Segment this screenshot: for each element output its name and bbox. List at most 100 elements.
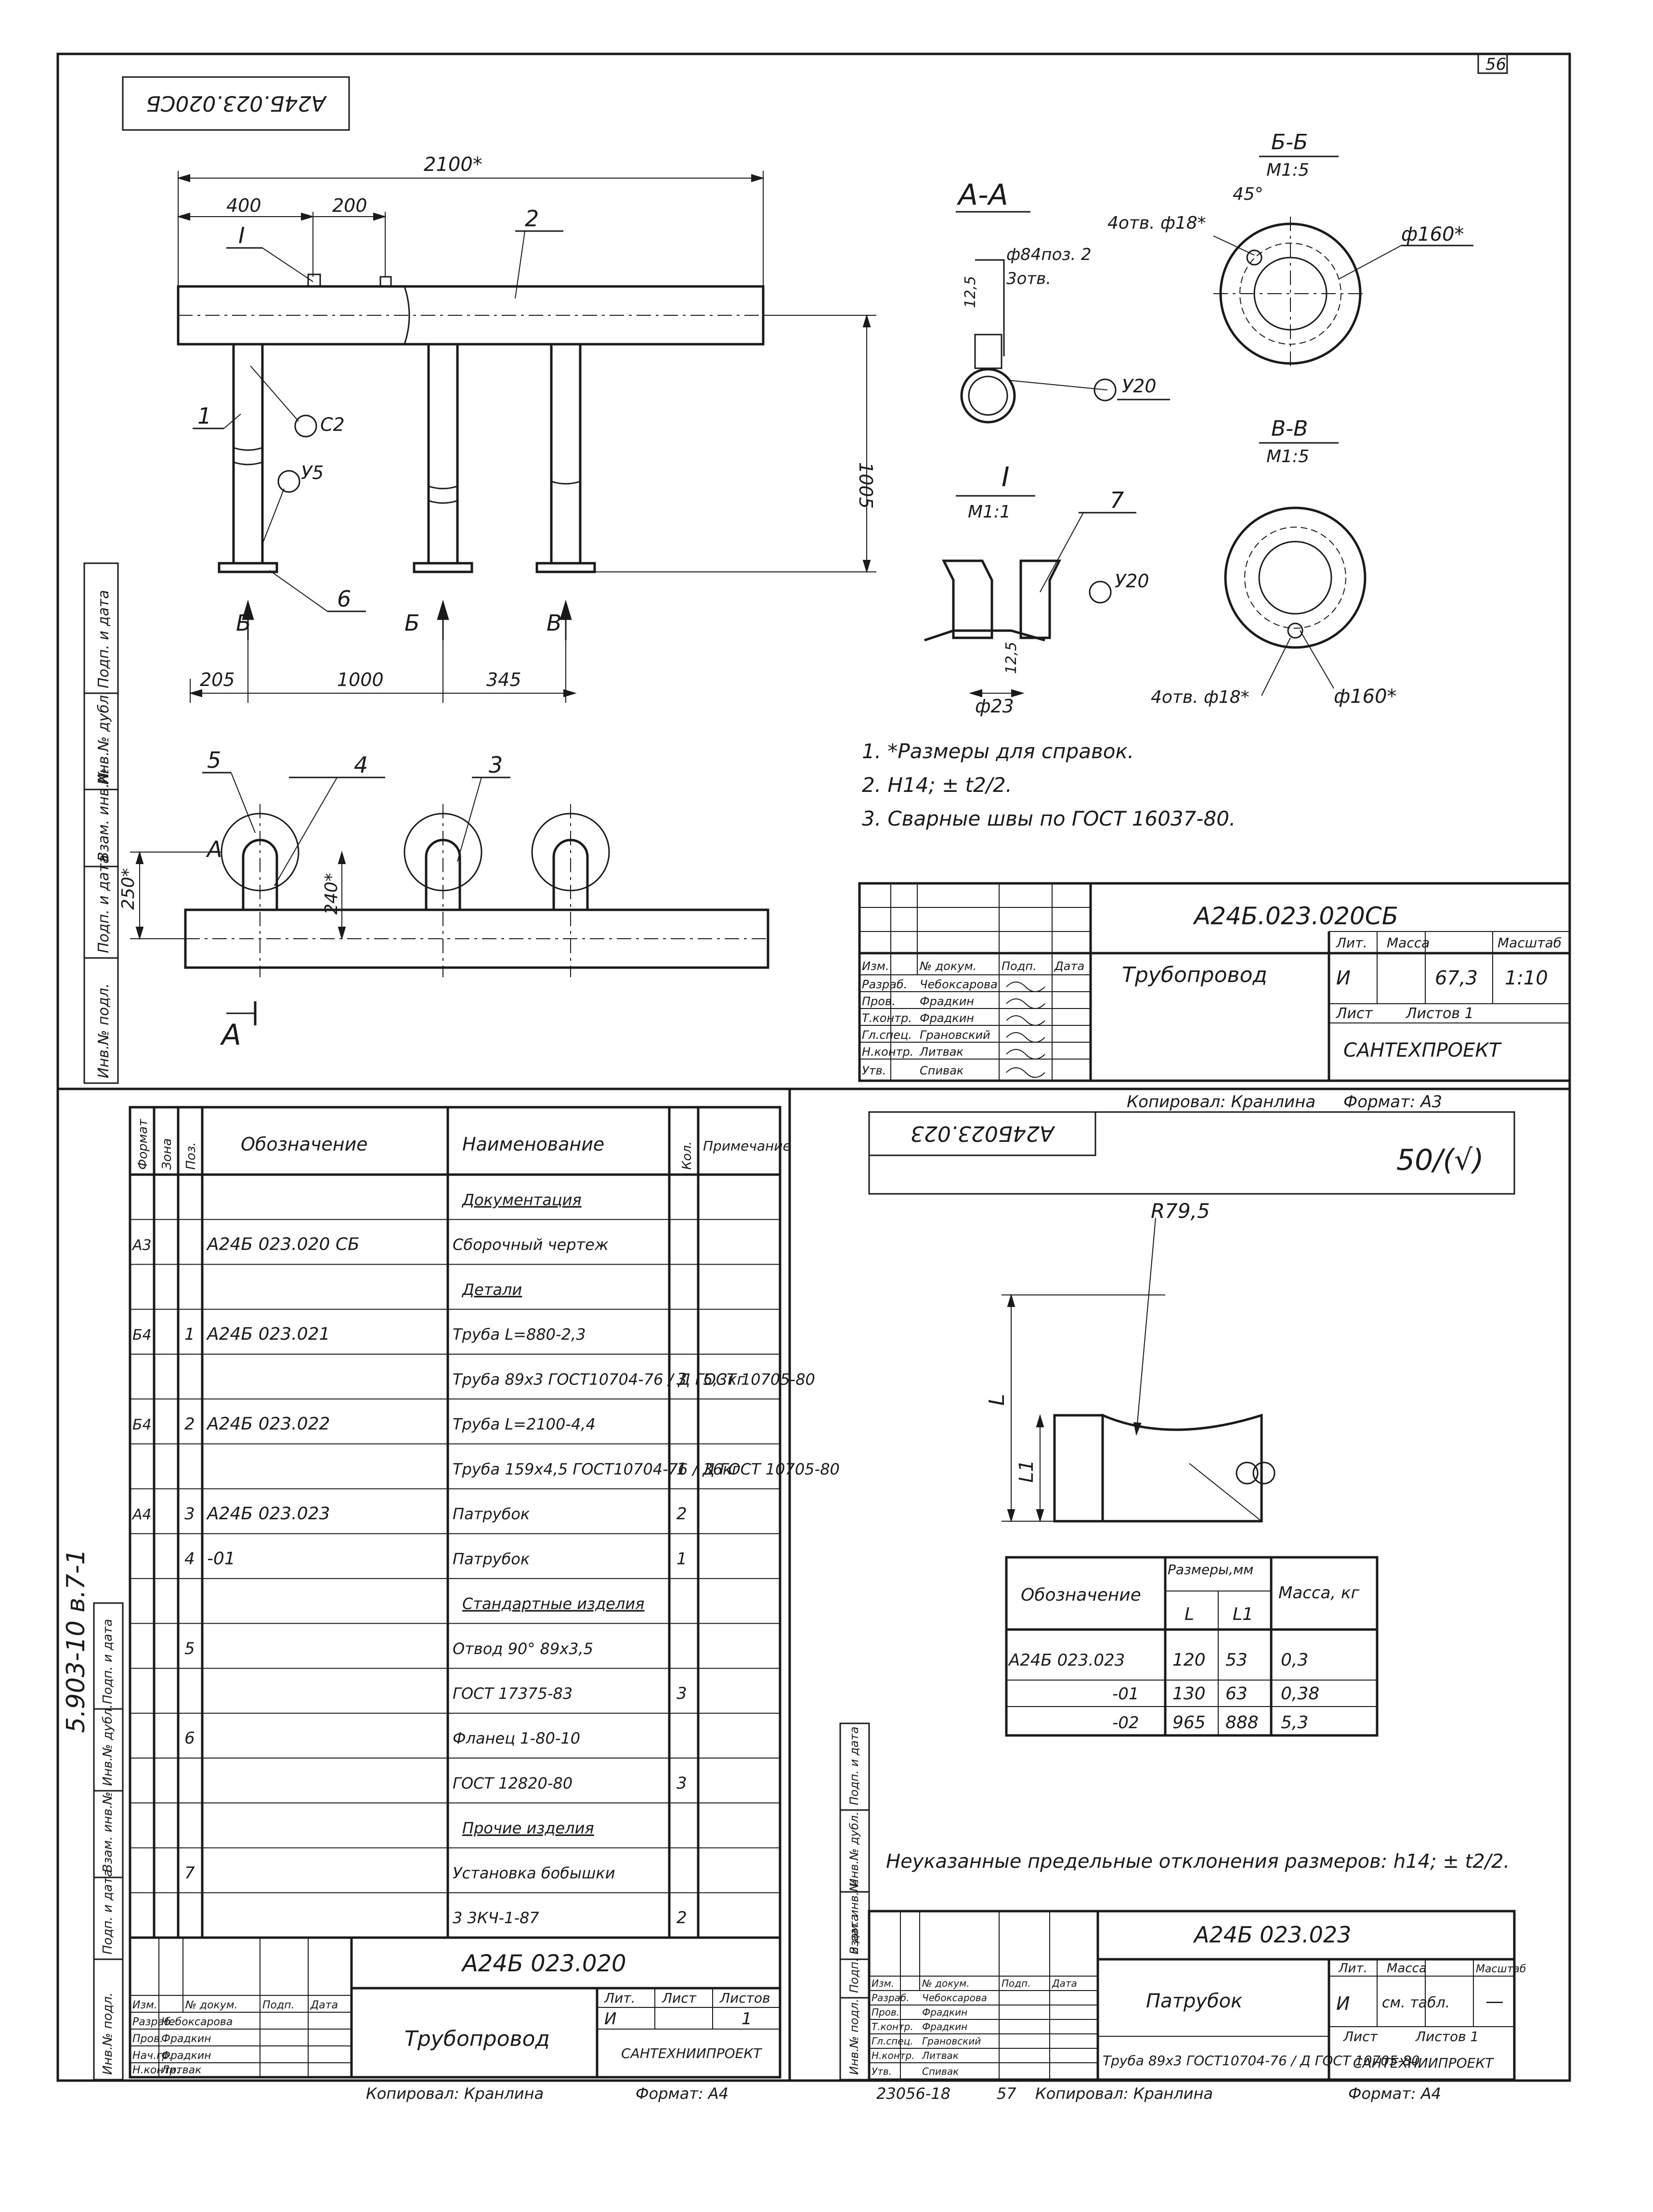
part-row-mass: 0,38 (1281, 1684, 1319, 1704)
aa-note2: 3отв. (1006, 269, 1051, 288)
drawing-label: 67,3 (1435, 967, 1478, 989)
pos-2: 2 (525, 206, 539, 232)
drawing-label: Дата (1052, 1978, 1077, 1989)
drawing-label: Инв.№ подл. (95, 983, 112, 1078)
assembly-stamp: А24Б.023.020СБ (146, 91, 327, 116)
part-row-mass: 0,3 (1281, 1650, 1308, 1670)
spec-row-name: 3 3КЧ-1-87 (453, 1909, 539, 1927)
drawing-label: Подп. (1002, 1978, 1031, 1989)
drawing-label: Т.контр. (872, 2021, 913, 2032)
part-row-L1: 888 (1225, 1713, 1259, 1733)
drawing-label: Инв.№ дубл. (101, 1704, 115, 1786)
part-title-block: А24Б 023.023 Патрубок Лит. Масса Масштаб… (868, 1910, 1526, 2081)
spec-row-qty: 2 (677, 1908, 687, 1927)
drawing-label: Спивак (922, 2066, 959, 2077)
asm-copy-line: Копировал: Кранлина (1127, 1092, 1315, 1112)
drawing-label: Подп. и дата (95, 590, 112, 688)
asm-format-line: Формат: А3 (1343, 1092, 1442, 1112)
specification: Формат Зона Поз. Обозначение Наименовани… (62, 1106, 840, 2103)
spec-row-fmt: А3 (131, 1237, 152, 1254)
drawing-label: Т.контр. (862, 1011, 912, 1025)
drawing-label: L (1184, 1604, 1194, 1624)
detail-I-scale: М1:1 (968, 502, 1011, 522)
spec-row-name: Отвод 90° 89х3,5 (453, 1640, 593, 1658)
drawing-label: Фрадкин (161, 2050, 211, 2062)
spec-side-code: 5.903-10 в.7-1 (62, 1549, 91, 1733)
dim-total: 2100* (424, 154, 482, 176)
part-copy-line: Копировал: Кранлина (1035, 2084, 1213, 2103)
drawing-label: Обозначение (1021, 1585, 1141, 1605)
drawing-label: Разраб. (872, 1992, 910, 2004)
spec-row-pos: 2 (184, 1415, 195, 1434)
spec-row-name: Сборочный чертеж (453, 1236, 609, 1254)
drawing-label: Листов 1 (1406, 1005, 1474, 1022)
drawing-label: Пров. (872, 2006, 899, 2018)
section-BB-title: Б-Б (1271, 130, 1308, 155)
spec-row-fmt: Б4 (132, 1327, 152, 1344)
drawing-label: Подп. и дата (847, 1914, 861, 1993)
dim-1005: 1005 (855, 462, 876, 509)
drawing-label: — (1485, 1991, 1504, 2012)
asm-name: Трубопровод (1122, 963, 1267, 987)
drawing-label: см. табл. (1382, 1994, 1450, 2011)
marker-A-left: А (206, 836, 222, 862)
drawing-label: Дата (310, 1999, 338, 2011)
spec-row-note: 5,3кг (703, 1370, 745, 1388)
dim-240: 240* (322, 873, 341, 915)
drawing-label: Чебоксарова (922, 1992, 987, 2004)
spec-row-note: 36кг (703, 1460, 740, 1478)
part-drawing: А24Б023.023 50/(√) R79,5 L L1 Обозначени… (839, 1111, 1526, 2103)
part-format-line: Формат: А4 (1348, 2084, 1441, 2103)
spec-row-name: Детали (461, 1281, 522, 1299)
spec-row-qty: 1 (677, 1460, 687, 1479)
spec-h-code: Обозначение (241, 1134, 368, 1155)
section-AA-title: А-А (956, 178, 1008, 212)
spec-row-name: Прочие изделия (462, 1819, 594, 1837)
spec-row-pos: 6 (184, 1729, 195, 1748)
spec-row-fmt: Б4 (132, 1417, 152, 1434)
assembly-drawing: А24Б.023.020СБ 2100* 400 200 205 (83, 76, 1571, 1112)
spec-h-format: Формат (136, 1119, 150, 1170)
spec-h-note: Примечание (703, 1138, 791, 1154)
spec-row-qty: 1 (677, 1549, 687, 1568)
part-tb-name: Патрубок (1146, 1990, 1242, 2012)
drawing-label: Пров. (132, 2033, 163, 2045)
spec-h-name: Наименование (462, 1134, 604, 1155)
spec-row-name: Труба 159х4,5 ГОСТ10704-76 / Д ГОСТ 1070… (453, 1460, 840, 1478)
spec-row-name: Труба L=880-2,3 (453, 1325, 586, 1344)
spec-row-name: Труба 89х3 ГОСТ10704-76 / Д ГОСТ 10705-8… (453, 1370, 815, 1388)
drawing-label: Размеры,мм (1168, 1562, 1253, 1578)
spec-row-pos: 1 (184, 1325, 195, 1344)
spec-copy-line: Копировал: Кранлина (366, 2084, 544, 2103)
asm-code: А24Б.023.020СБ (1193, 902, 1398, 930)
part-roughness: 50/(√) (1396, 1143, 1484, 1177)
pos-1: 1 (197, 403, 211, 429)
spec-h-zone: Зона (160, 1138, 174, 1170)
drawing-label: Грановский (920, 1028, 990, 1042)
dim-200: 200 (332, 195, 367, 216)
part-tb-material: Труба 89х3 ГОСТ10704-76 / Д ГОСТ 10705-8… (1103, 2053, 1420, 2069)
spec-row-code: А24Б 023.020 СБ (206, 1235, 360, 1255)
drawing-label: 1:10 (1505, 967, 1548, 989)
spec-tb-org: САНТЕХНИИПРОЕКТ (621, 2045, 762, 2061)
assembly-side-columns: Инв.№ подл. Подп. и дата Взам. инв.№ Инв… (83, 562, 119, 1084)
drawing-label: Литвак (161, 2064, 202, 2076)
drawing-label: Грановский (922, 2035, 981, 2047)
drawing-label: Н.контр. (862, 1045, 913, 1059)
branch-pipe-1 (232, 343, 264, 565)
drawing-label: И (604, 2009, 616, 2029)
drawing-label: И (1336, 967, 1351, 989)
section-VV-title: В-В (1271, 416, 1308, 441)
spec-row-pos: 7 (184, 1863, 195, 1883)
note-2: 2. H14; ± t2/2. (862, 773, 1012, 797)
aa-note1: ф84поз. 2 (1006, 245, 1092, 264)
drawing-label: Подп. (1002, 959, 1037, 973)
spec-row-fmt: А4 (131, 1506, 152, 1523)
spec-row-code: А24Б 023.021 (206, 1324, 330, 1344)
drawing-label: Масштаб (1476, 1963, 1526, 1975)
spec-row-name: Стандартные изделия (462, 1595, 644, 1613)
part-row-mass: 5,3 (1281, 1713, 1308, 1733)
part-row-code: А24Б 023.023 (1008, 1651, 1125, 1670)
part-radius: R79,5 (1151, 1199, 1210, 1223)
